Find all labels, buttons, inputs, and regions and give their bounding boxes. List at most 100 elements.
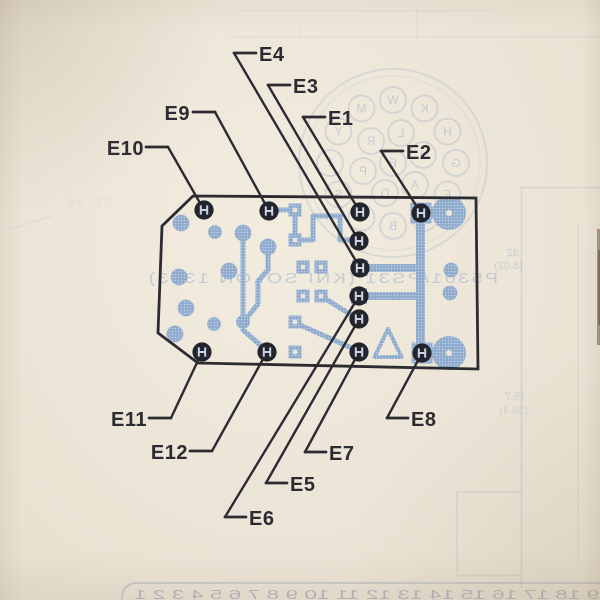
callout-E9: E9 xyxy=(165,103,271,213)
callout-E1: E1 xyxy=(301,108,362,214)
bleedthrough-layer: WKHGFNBCSTYMLJADPRE P5301/PS31 (KNI SOLO… xyxy=(7,6,600,600)
terminal-pad-E8 xyxy=(411,342,433,364)
connector-bleed-letter: M xyxy=(357,101,367,115)
trace-zigzag-left xyxy=(241,247,271,324)
callout-E12: E12 xyxy=(151,350,269,464)
connector-bleed-cavity: D xyxy=(371,179,399,207)
label-E8: E8 xyxy=(411,409,436,431)
left-bleed-text: SE-8S xyxy=(65,197,112,209)
square-lands xyxy=(288,203,328,359)
callout-E6: E6 xyxy=(223,294,361,530)
pad-h-glyph xyxy=(348,341,370,363)
connector-bleed-cavity: R xyxy=(357,127,385,155)
right-bleed-dim2: 75.7 (50.4) xyxy=(499,391,528,417)
trace-long-left xyxy=(240,232,270,354)
pad-h-glyph xyxy=(258,200,280,222)
pad-h-glyph xyxy=(410,202,432,224)
label-E9: E9 xyxy=(165,103,190,125)
dim1-paren: (8.02) xyxy=(494,260,523,272)
callout-E4: E4 xyxy=(232,44,362,270)
connector-bleed-cavity: J xyxy=(409,141,437,169)
dim2-value: 75.7 xyxy=(505,391,526,403)
connector-bleed-letter: H xyxy=(443,125,452,139)
connector-bleed-cavity: G xyxy=(442,149,470,177)
label-E5: E5 xyxy=(290,474,315,496)
connector-bleed-letter: S xyxy=(334,188,342,202)
terminal-pad-E5 xyxy=(348,308,370,330)
connector-bleed-cavity: P xyxy=(349,157,377,185)
ink-layer: E4 E3 E1 E2 E9 xyxy=(107,44,480,530)
round-lands xyxy=(166,214,459,343)
callout-E7: E7 xyxy=(303,350,361,465)
terminal-pad-E4 xyxy=(349,257,371,279)
pad-h-glyph xyxy=(256,341,278,363)
connector-bleed-letter: Y xyxy=(334,125,342,139)
left-bleed-text-run: SE-8S xyxy=(65,197,112,209)
connector-bleed-cavity: Y xyxy=(324,117,353,146)
connector-bleed-letter: D xyxy=(380,186,389,200)
callout-E8: E8 xyxy=(385,351,436,431)
connector-bleed-cavity: L xyxy=(387,119,415,147)
index-triangle-marker xyxy=(372,327,404,359)
ruler-numbers: 19 18 17 16 15 14 13 12 11 10 9 8 7 6 5 … xyxy=(134,587,600,600)
connector-bleed-cavity: K xyxy=(410,94,439,123)
callouts: E4 E3 E1 E2 E9 xyxy=(107,44,436,530)
ruler-bleed: 19 18 17 16 15 14 13 12 11 10 9 8 7 6 5 … xyxy=(121,582,600,600)
connector-bleed-letter: R xyxy=(366,134,375,148)
connector-bleed-letter: E xyxy=(389,156,397,170)
left-bleed-line xyxy=(7,215,53,231)
pad-h-glyph xyxy=(411,342,433,364)
terminal-pad-E10 xyxy=(193,199,215,221)
pad-h-glyph xyxy=(349,201,371,223)
connector-bleed-letter: K xyxy=(420,101,428,115)
connector-bleed-letter: F xyxy=(444,188,451,202)
dim1-value: 32 xyxy=(507,247,519,259)
terminal-pad-E9 xyxy=(258,200,280,222)
pad-h-glyph xyxy=(349,257,371,279)
connector-bleed-letter: J xyxy=(420,148,426,162)
callout-E10: E10 xyxy=(107,138,206,212)
page-edge-mark-core xyxy=(598,250,600,325)
pad-h-glyph xyxy=(191,341,213,363)
label-E7: E7 xyxy=(329,443,354,465)
callout-E5: E5 xyxy=(264,317,361,496)
label-E6: E6 xyxy=(249,508,274,530)
trace-hook-e3 xyxy=(292,213,355,243)
connector-bleed-letter: P xyxy=(359,164,367,178)
connector-bleed-cavity: H xyxy=(433,117,462,146)
connector-bleed-letter: L xyxy=(397,126,404,140)
connector-bleed-cavity: M xyxy=(347,94,376,123)
label-E4: E4 xyxy=(259,44,285,66)
terminal-pad-E12 xyxy=(256,341,278,363)
label-E11: E11 xyxy=(111,409,147,431)
terminal-pad-E7 xyxy=(348,341,370,363)
callout-E11: E11 xyxy=(111,350,204,431)
trace-diag-e7 xyxy=(297,322,359,353)
terminal-pad-E1 xyxy=(349,201,371,223)
pad-h-glyph xyxy=(348,308,370,330)
connector-bleed-cavity: B xyxy=(379,212,407,240)
label-E1: E1 xyxy=(328,108,353,130)
terminal-pad-E6 xyxy=(348,285,370,307)
terminal-pad-E11 xyxy=(191,341,213,363)
connector-bleed-letter: W xyxy=(387,93,399,107)
pad-h-glyph xyxy=(348,285,370,307)
pad-h-glyph xyxy=(193,199,215,221)
pcb-artwork-layer xyxy=(166,196,466,370)
top-faint-lines xyxy=(228,6,600,40)
connector-bleed-letter: B xyxy=(389,219,397,233)
connector-bleed-cavity: A xyxy=(401,171,429,199)
callout-E2: E2 xyxy=(379,142,431,215)
label-E3: E3 xyxy=(293,76,318,98)
dim2-paren: (50.4) xyxy=(499,405,528,417)
connector-bleed-cavity: W xyxy=(379,86,407,114)
terminal-pad-E3 xyxy=(348,230,370,252)
large-round-pads xyxy=(432,196,466,370)
label-E12: E12 xyxy=(151,442,188,464)
label-E2: E2 xyxy=(406,142,431,164)
right-bleed-dim1: 32 (8.02) xyxy=(494,247,523,272)
label-E10: E10 xyxy=(107,138,144,160)
right-bleed-lines xyxy=(456,186,600,588)
